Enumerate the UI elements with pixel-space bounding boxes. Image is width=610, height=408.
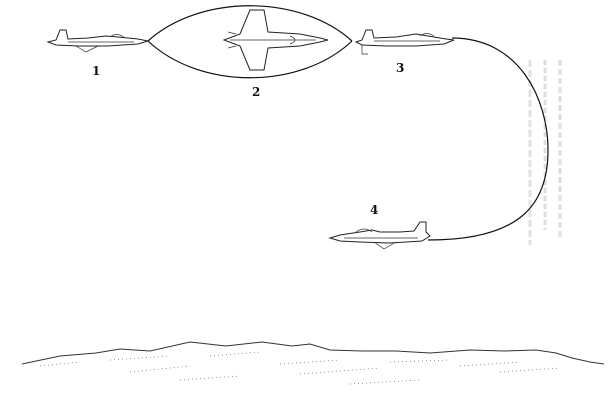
fighter-jet-icon xyxy=(356,30,454,46)
fighter-jet-icon xyxy=(48,30,148,46)
label-step-4: 4 xyxy=(370,203,378,217)
label-step-3: 3 xyxy=(396,61,404,75)
label-step-1: 1 xyxy=(92,64,100,78)
label-step-2: 2 xyxy=(252,85,260,99)
ground-texture xyxy=(40,352,560,384)
ground-horizon xyxy=(22,342,604,364)
bleed-through-text xyxy=(530,60,560,245)
turn-path xyxy=(428,38,548,240)
fighter-jet-icon xyxy=(330,222,430,243)
aircraft-4 xyxy=(330,222,430,249)
aircraft-3 xyxy=(356,30,454,54)
aircraft-1 xyxy=(48,30,148,52)
aircraft-2 xyxy=(224,10,328,70)
